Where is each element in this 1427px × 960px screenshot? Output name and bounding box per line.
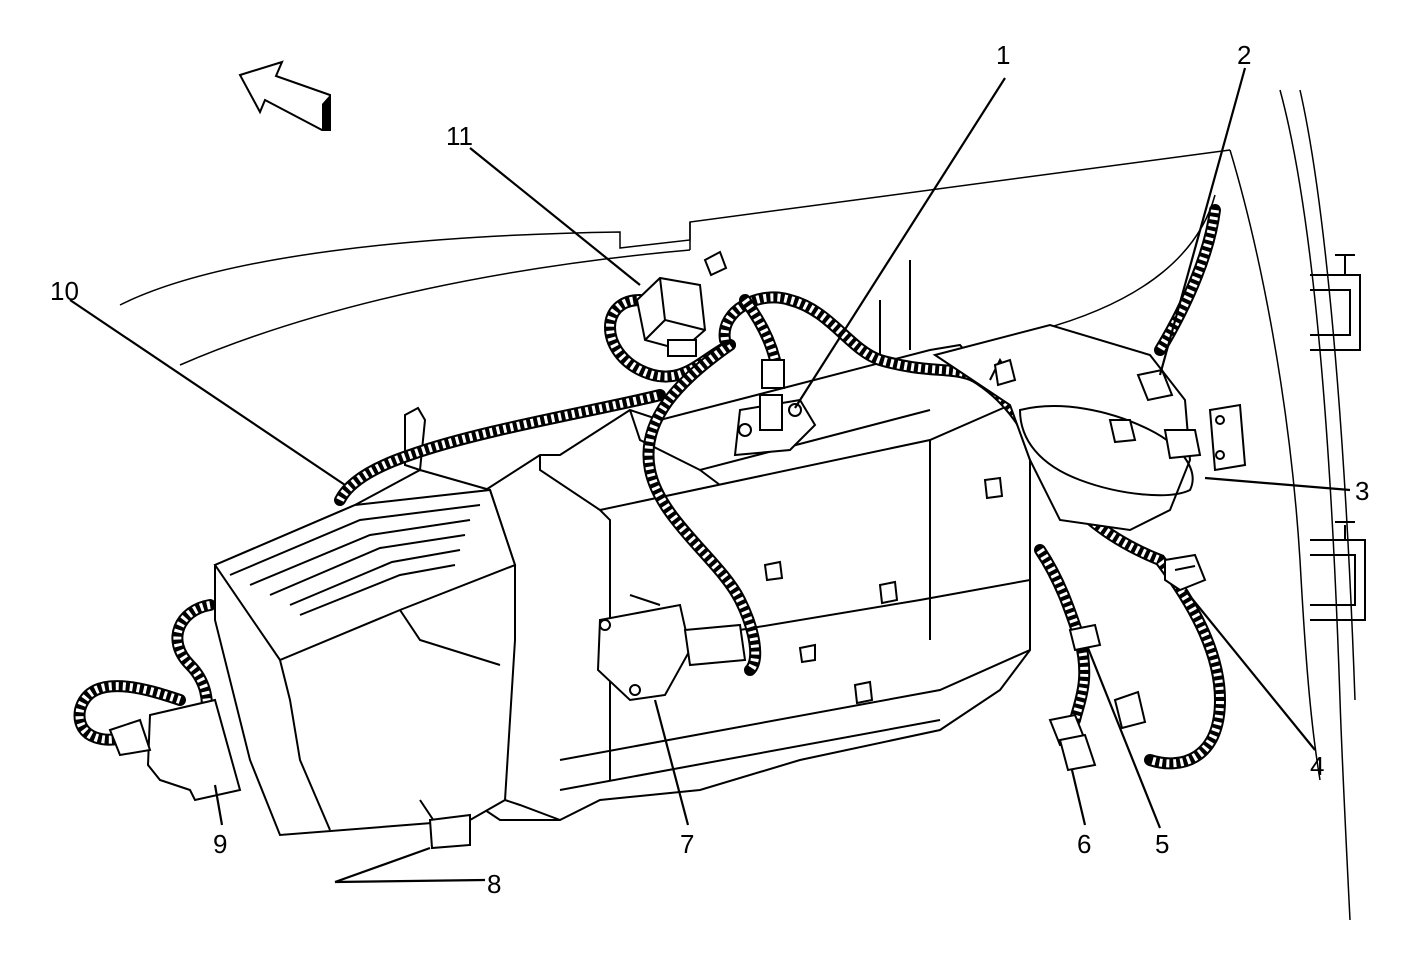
leader-6 (1070, 769, 1087, 826)
callout-leaders (69, 67, 1351, 884)
leader-3 (1204, 476, 1351, 492)
leader-10 (69, 299, 346, 486)
callout-11: 11 (446, 121, 473, 151)
leader-5 (1086, 647, 1162, 829)
air-inlet-blower-case (213, 468, 561, 846)
callout-10: 10 (50, 276, 79, 306)
mode-door-actuator (596, 594, 747, 702)
connector-6 (1048, 713, 1097, 772)
leader-2 (1158, 67, 1247, 376)
callout-7: 7 (680, 829, 694, 859)
hvac-module-housing (469, 260, 1031, 821)
leader-8b (334, 846, 431, 884)
callout-8: 8 (487, 869, 501, 899)
temperature-valve-actuator (733, 359, 817, 457)
blower-motor-relay (635, 276, 707, 357)
connector-5 (1068, 623, 1147, 730)
dashboard-outline (119, 89, 1356, 921)
callout-1: 1 (996, 40, 1010, 70)
leader-9 (213, 784, 224, 826)
door-hinge-brackets (1310, 254, 1366, 621)
leader-4 (1184, 589, 1316, 751)
leader-8 (334, 878, 486, 884)
blower-motor-connector (1108, 419, 1202, 460)
callout-labels: 1 2 3 4 5 6 7 8 9 10 11 (50, 40, 1369, 899)
recirculation-actuator (108, 698, 242, 802)
callout-5: 5 (1155, 829, 1169, 859)
callout-2: 2 (1237, 40, 1251, 70)
leader-11 (469, 147, 641, 286)
forward-direction-arrow-icon (238, 60, 331, 131)
callout-6: 6 (1077, 829, 1091, 859)
leader-1 (794, 77, 1006, 409)
blower-resistor-connector (1164, 553, 1207, 592)
callout-9: 9 (213, 829, 227, 859)
misc-fasteners (428, 250, 1017, 850)
callout-3: 3 (1355, 476, 1369, 506)
leader-7 (653, 699, 690, 826)
callout-4: 4 (1310, 751, 1324, 781)
wiring-bracket (1136, 368, 1247, 472)
